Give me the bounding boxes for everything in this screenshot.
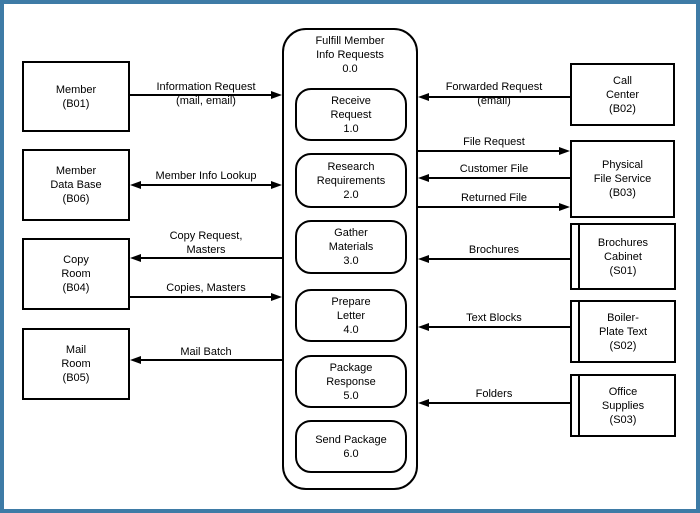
flow-arrowhead-returned-file [559,203,570,211]
flow-arrowhead-copies-masters [271,293,282,301]
flow-line-brochures [428,258,570,260]
data-store-divider [578,302,580,361]
flow-label-copies-masters: Copies, Masters [166,282,246,294]
flow-line-information-request [130,94,272,96]
flow-label-text-blocks: Text Blocks [466,312,522,324]
flow-arrowhead-brochures [418,255,429,263]
data-store-label: Boiler- Plate Text (S02) [598,311,648,352]
flow-line-text-blocks [428,326,570,328]
flow-line-returned-file [418,206,560,208]
entity-call-center: Call Center (B02) [570,63,675,126]
flow-line-mail-batch [140,359,282,361]
data-store-label: Brochures Cabinet (S01) [597,236,649,277]
flow-arrowhead-file-request [559,147,570,155]
process-prepare-letter: Prepare Letter 4.0 [295,289,407,342]
entity-physical-file-service: Physical File Service (B03) [570,140,675,218]
flow-arrowhead-customer-file [418,174,429,182]
flow-label-member-info-lookup: Member Info Lookup [155,170,257,182]
flow-label-information-request: Information Request (mail, email) [156,81,256,107]
flow-arrowhead-mail-batch [130,356,141,364]
flow-arrowhead-member-info-lookup-right [271,181,282,189]
flow-label-brochures: Brochures [468,244,520,256]
flow-line-folders [428,402,570,404]
flow-arrowhead-folders [418,399,429,407]
process-gather-materials: Gather Materials 3.0 [295,220,407,274]
process-research-requirements: Research Requirements 2.0 [295,153,407,208]
flow-arrowhead-forwarded-request [418,93,429,101]
flow-arrowhead-information-request [271,91,282,99]
flow-arrowhead-member-info-lookup-left [130,181,141,189]
flow-label-mail-batch: Mail Batch [180,346,232,358]
flow-label-forwarded-request: Forwarded Request (email) [445,81,543,107]
flow-line-forwarded-request [428,96,570,98]
flow-label-returned-file: Returned File [460,192,528,204]
process-package-response: Package Response 5.0 [295,355,407,408]
process-receive-request: Receive Request 1.0 [295,88,407,141]
data-store-divider [578,376,580,435]
flow-line-member-info-lookup [139,184,273,186]
entity-copy-room: Copy Room (B04) [22,238,130,310]
data-store-divider [578,225,580,288]
flow-line-file-request [418,150,560,152]
flow-arrowhead-text-blocks [418,323,429,331]
data-store-office-supplies: Office Supplies (S03) [570,374,676,437]
flow-label-folders: Folders [475,388,513,400]
process-group-title: Fulfill Member Info Requests 0.0 [315,35,385,75]
flow-label-copy-request-masters: Copy Request, Masters [169,230,243,256]
data-store-label: Office Supplies (S03) [601,385,645,426]
flow-label-file-request: File Request [463,136,525,148]
data-store-brochures-cabinet: Brochures Cabinet (S01) [570,223,676,290]
flow-arrowhead-copy-request-masters [130,254,141,262]
flow-label-customer-file: Customer File [459,163,529,175]
data-store-boiler-plate-text: Boiler- Plate Text (S02) [570,300,676,363]
entity-member-data-base: Member Data Base (B06) [22,149,130,221]
process-send-package: Send Package 6.0 [295,420,407,473]
flow-line-customer-file [428,177,570,179]
flow-line-copy-request-masters [140,257,282,259]
entity-member: Member (B01) [22,61,130,132]
flow-line-copies-masters [130,296,272,298]
entity-mail-room: Mail Room (B05) [22,328,130,400]
